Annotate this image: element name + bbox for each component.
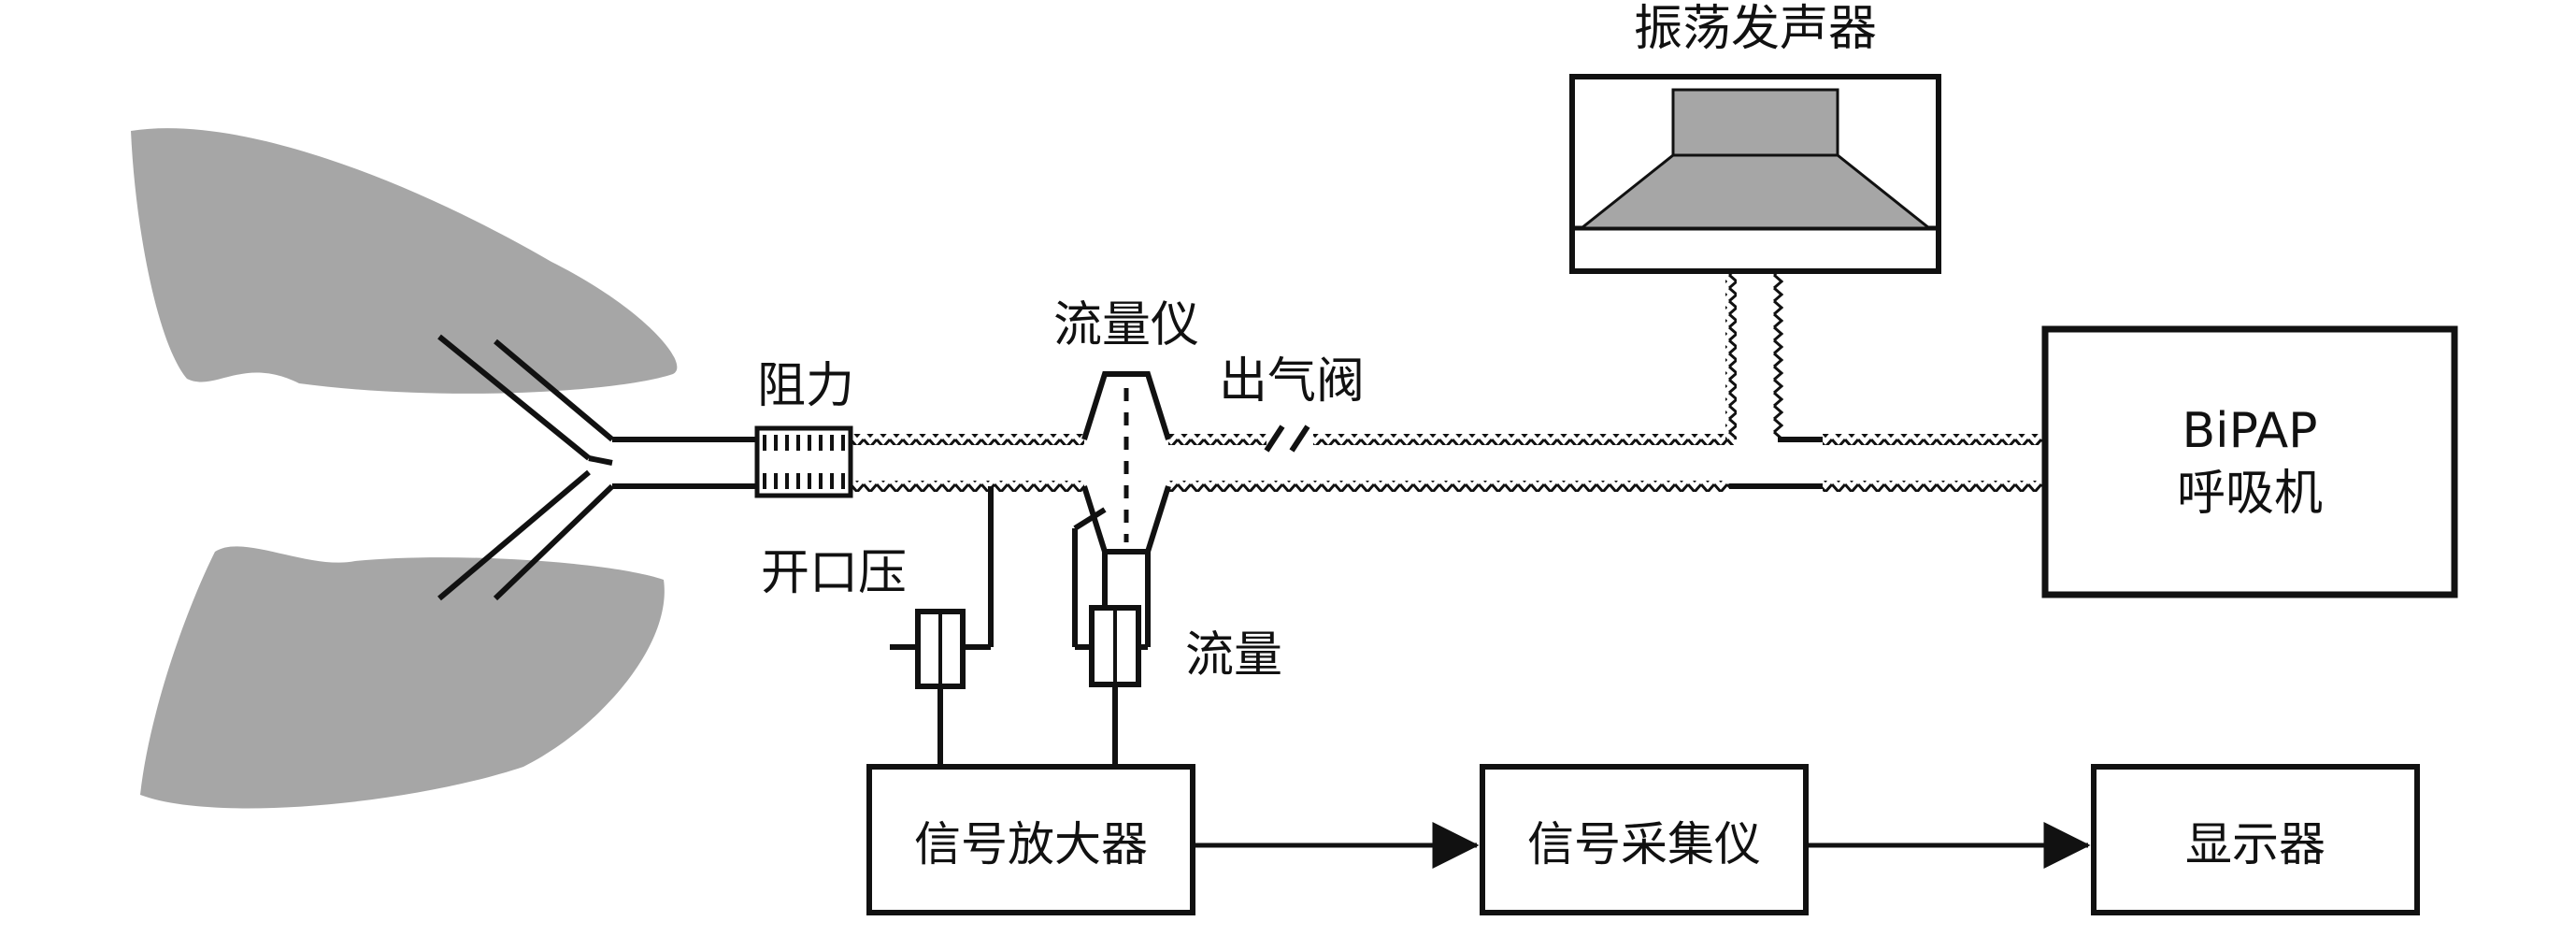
tube-lower-segment-1 [851,481,1084,492]
mouth-pressure-label: 开口压 [761,545,907,601]
mouth-pressure-transducer [890,486,994,767]
flowmeter-label: 流量仪 [1053,297,1199,353]
flow-label: 流量 [1185,627,1282,684]
tube-upper-segment-2 [1168,434,1267,445]
outlet-valve-symbol [1264,425,1310,453]
oscillator-tube-right [1772,271,1783,439]
bipap-ventilator-box [2041,325,2458,598]
tube-upper-segment-4 [1823,434,2045,445]
upper-lung [131,128,678,394]
trachea [437,334,757,601]
display-box [2091,764,2420,915]
lower-lung [140,546,665,809]
resistance-element [754,425,853,498]
bipap-label-line2: 呼吸机 [2177,466,2323,522]
oscillator-label: 振荡发声器 [1634,1,1877,57]
amplifier-box [866,764,1195,915]
oscillator-tube-left [1725,271,1737,439]
outlet-valve-label: 出气阀 [1219,353,1365,410]
tube-upper-segment-1 [851,434,1084,445]
amplifier-label: 信号放大器 [914,817,1148,871]
resistance-label: 阻力 [757,358,854,414]
tube-upper-segment-3 [1313,434,1734,445]
flow-transducer [1072,507,1151,767]
oscillator-speaker [1569,74,1941,274]
bipap-label-line1: BiPAP [2182,403,2317,459]
flowmeter [1081,371,1171,554]
tube-lower-segment-3 [1823,481,2045,492]
tube-lower-segment-2 [1168,481,1729,492]
acquisition-box [1480,764,1809,915]
display-label: 显示器 [2185,817,2326,871]
acquisition-label: 信号采集仪 [1527,817,1761,871]
